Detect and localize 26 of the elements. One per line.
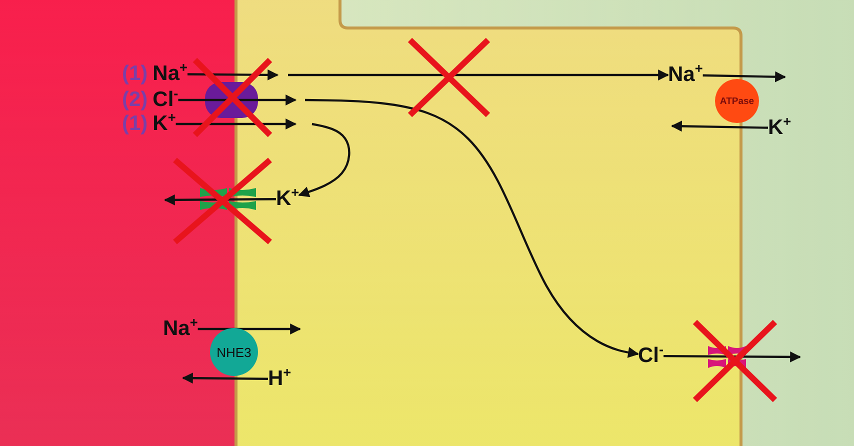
stoichiometry-number: (1) [122, 62, 148, 86]
arrow [164, 194, 276, 206]
arrow [298, 122, 350, 198]
arrow [198, 324, 302, 334]
channel-protein [198, 187, 258, 211]
ion-label: Cl$^{-}$ [638, 344, 664, 368]
arrow [664, 351, 802, 362]
ion-label: H$^{+}$ [268, 367, 292, 391]
ion-label: Na$^{+}$ [668, 63, 703, 87]
arrow [670, 120, 768, 132]
ion-label: K$^{+}$ [152, 112, 176, 136]
ion-label: K$^{+}$ [768, 116, 792, 140]
arrow [288, 70, 670, 80]
ion-label: K$^{+}$ [276, 187, 300, 211]
arrow [178, 94, 297, 106]
arrow [187, 69, 279, 80]
arrow [182, 372, 268, 384]
stoichiometry-number: (1) [122, 112, 148, 136]
ion-label: Cl$^{-}$ [152, 88, 178, 112]
ion-label: Na$^{+}$ [163, 317, 198, 341]
arrow [176, 118, 297, 130]
ion-label: Na$^{+}$ [152, 62, 188, 86]
channel-protein [706, 345, 748, 369]
stoichiometry-number: (2) [122, 88, 148, 112]
arrow [702, 71, 786, 82]
arrow [304, 98, 640, 358]
